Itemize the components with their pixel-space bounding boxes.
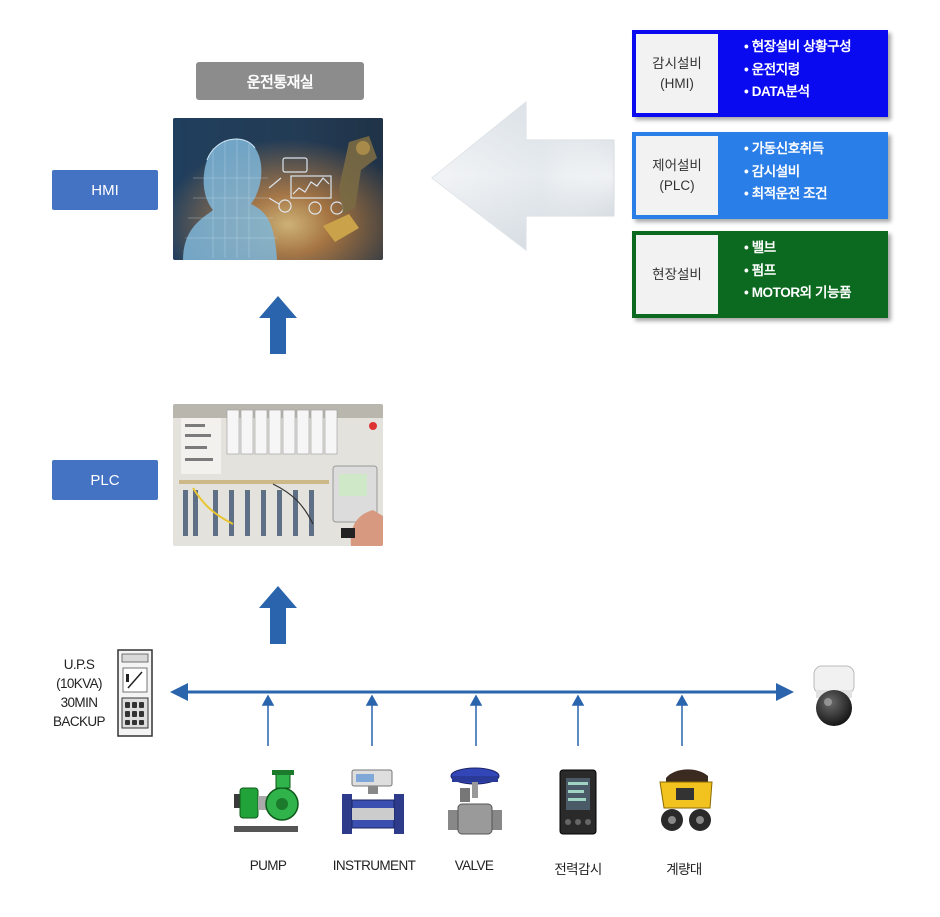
control-room-label: 운전통재실 xyxy=(196,62,364,100)
plc-tag: PLC xyxy=(52,460,158,500)
legend-category-name: 감시설비 xyxy=(652,55,702,71)
ups-cabinet-icon xyxy=(117,649,153,737)
pump-icon xyxy=(234,770,299,832)
power-meter-icon xyxy=(559,769,597,835)
legend-category: 현장설비 xyxy=(636,235,718,314)
legend-items: 밸브 펌프 MOTOR외 기능품 xyxy=(718,231,852,318)
legend-item: 감시설비 xyxy=(744,161,827,184)
legend-category-name: 제어설비 xyxy=(652,157,702,173)
ups-title: U.P.S xyxy=(63,657,95,672)
flowmeter-icon xyxy=(342,769,404,834)
legend-item: 밸브 xyxy=(744,237,851,260)
legend-category-code: (HMI) xyxy=(660,75,694,91)
legend-item: 펌프 xyxy=(744,260,851,283)
ups-duration: 30MIN xyxy=(60,695,98,710)
dump-truck-icon xyxy=(659,769,713,831)
device-label-valve: VALVE xyxy=(454,858,494,873)
legend-category-name: 현장설비 xyxy=(652,266,702,282)
legend-item: 가동신호취득 xyxy=(744,138,827,161)
legend-field: 현장설비 밸브 펌프 MOTOR외 기능품 xyxy=(632,231,888,318)
hmi-tag: HMI xyxy=(52,170,158,210)
network-bus xyxy=(170,683,794,746)
ups-mode: BACKUP xyxy=(53,714,106,729)
up-arrow-field-to-plc xyxy=(259,586,297,644)
legend-hmi: 감시설비 (HMI) 현장설비 상황구성 운전지령 DATA분석 xyxy=(632,30,888,117)
ups-capacity: (10KVA) xyxy=(56,676,102,691)
legend-item: 운전지령 xyxy=(744,59,851,82)
device-label-instrument: INSTRUMENT xyxy=(332,858,416,873)
control-valve-icon xyxy=(448,767,502,835)
legend-category: 감시설비 (HMI) xyxy=(636,34,718,113)
cctv-camera-icon xyxy=(813,665,855,726)
legend-category: 제어설비 (PLC) xyxy=(636,136,718,215)
legend-item: 현장설비 상황구성 xyxy=(744,36,852,59)
device-label-power-monitor: 전력감시 xyxy=(554,862,602,877)
legend-items: 현장설비 상황구성 운전지령 DATA분석 xyxy=(718,30,852,117)
device-label-weighbridge: 계량대 xyxy=(666,862,702,877)
plc-photo xyxy=(173,404,383,546)
up-arrow-plc-to-hmi xyxy=(259,296,297,354)
big-left-arrow xyxy=(431,100,615,252)
hmi-photo xyxy=(173,118,383,260)
legend-item: DATA분석 xyxy=(744,81,851,104)
ups-label: U.P.S (10KVA) 30MIN BACKUP xyxy=(38,655,120,731)
legend-item: MOTOR외 기능품 xyxy=(744,282,852,305)
legend-items: 가동신호취득 감시설비 최적운전 조건 xyxy=(718,132,828,219)
legend-item: 최적운전 조건 xyxy=(744,183,828,206)
device-label-pump: PUMP xyxy=(249,858,287,873)
legend-plc: 제어설비 (PLC) 가동신호취득 감시설비 최적운전 조건 xyxy=(632,132,888,219)
legend-category-code: (PLC) xyxy=(659,177,695,193)
